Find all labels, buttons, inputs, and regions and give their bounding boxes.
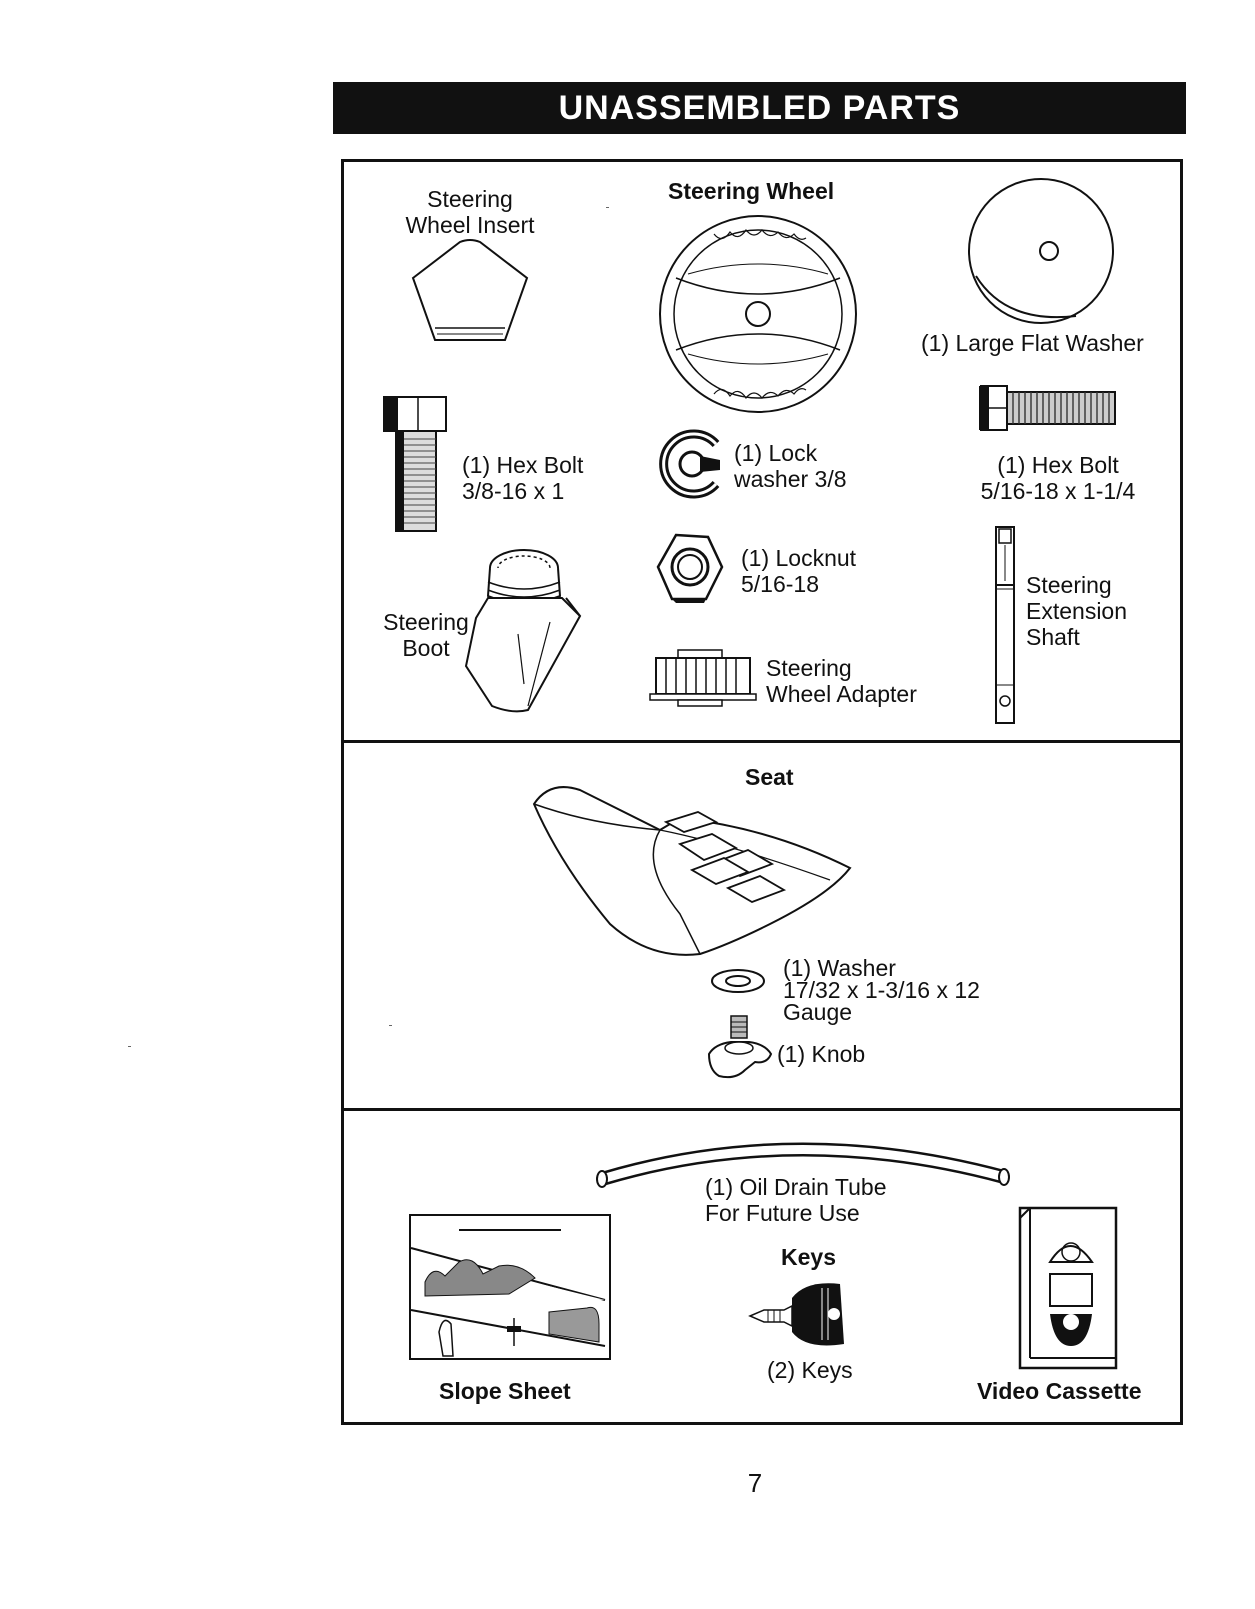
scan-speck bbox=[606, 207, 609, 208]
video-cassette-label: Video Cassette bbox=[977, 1378, 1142, 1404]
page-title: UNASSEMBLED PARTS bbox=[333, 82, 1186, 134]
oil-drain-tube-illustration bbox=[596, 1133, 1012, 1193]
large-flat-washer-illustration bbox=[966, 176, 1116, 326]
slope-sheet-label: Slope Sheet bbox=[439, 1378, 571, 1404]
lock-washer-illustration bbox=[654, 429, 724, 499]
keys-count-label: (2) Keys bbox=[767, 1357, 853, 1383]
steering-wheel-insert-illustration bbox=[405, 238, 535, 348]
steering-wheel-adapter-illustration bbox=[648, 648, 758, 708]
slope-sheet-illustration bbox=[409, 1214, 611, 1360]
steering-wheel-insert-label: Steering Wheel Insert bbox=[405, 186, 535, 238]
knob-illustration bbox=[705, 1014, 775, 1084]
scan-speck bbox=[389, 1025, 392, 1026]
seat-label: Seat bbox=[745, 764, 794, 790]
parts-frame bbox=[341, 159, 1183, 1425]
steering-boot-label: Steering Boot bbox=[383, 609, 469, 661]
steering-wheel-adapter-label: Steering Wheel Adapter bbox=[766, 655, 917, 707]
steering-extension-shaft-illustration bbox=[992, 525, 1022, 725]
keys-heading: Keys bbox=[781, 1244, 836, 1270]
hex-bolt-5-16-label: (1) Hex Bolt 5/16-18 x 1-1/4 bbox=[980, 452, 1136, 504]
hex-bolt-3-8-illustration bbox=[383, 396, 464, 537]
key-illustration bbox=[748, 1280, 848, 1350]
oil-drain-tube-label: (1) Oil Drain Tube For Future Use bbox=[705, 1174, 887, 1226]
seat-illustration bbox=[530, 784, 860, 964]
locknut-illustration bbox=[656, 533, 724, 603]
steering-wheel-label: Steering Wheel bbox=[668, 178, 835, 204]
locknut-label: (1) Locknut 5/16-18 bbox=[741, 545, 857, 597]
section-divider-2 bbox=[341, 1108, 1183, 1111]
steering-wheel-illustration bbox=[658, 214, 858, 414]
knob-label: (1) Knob bbox=[777, 1041, 866, 1067]
section-divider-1 bbox=[341, 740, 1183, 743]
hex-bolt-3-8-label: (1) Hex Bolt 3/8-16 x 1 bbox=[462, 452, 584, 504]
hex-bolt-5-16-illustration bbox=[979, 382, 1119, 434]
washer-label: (1) Washer 17/32 x 1-3/16 x 12 Gauge bbox=[783, 955, 980, 1025]
page-number: 7 bbox=[747, 1468, 763, 1498]
scan-speck bbox=[128, 1046, 131, 1047]
lock-washer-label: (1) Lock washer 3/8 bbox=[734, 440, 847, 492]
steering-extension-shaft-label: Steering Extension Shaft bbox=[1026, 572, 1128, 650]
steering-boot-illustration bbox=[462, 546, 592, 716]
washer-illustration bbox=[710, 967, 766, 995]
video-cassette-illustration bbox=[1018, 1206, 1118, 1370]
large-flat-washer-label: (1) Large Flat Washer bbox=[921, 330, 1144, 356]
